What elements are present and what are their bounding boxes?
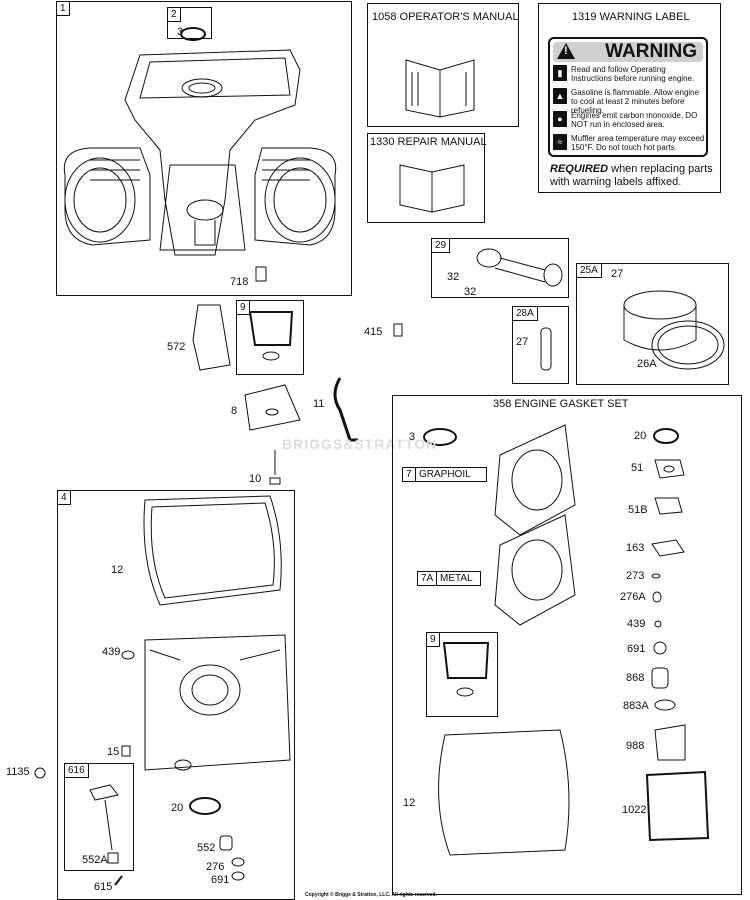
warning-label-title: 1319 WARNING LABEL	[572, 11, 690, 23]
callout-868: 868	[626, 672, 645, 684]
watermark: BRIGGS&STRATTON	[282, 436, 438, 452]
box-breather-gasket	[236, 300, 304, 375]
box-wrist-pin	[512, 306, 569, 384]
book-icon: ▮	[553, 65, 567, 81]
box-cylinder-block	[56, 1, 352, 296]
callout-718: 718	[230, 276, 249, 288]
box-operators-manual	[367, 3, 519, 127]
box-label-29: 29	[431, 238, 451, 253]
repair-manual-drawing	[399, 164, 465, 213]
box-label-4: 4	[57, 490, 71, 505]
box-label-7: 7	[402, 467, 416, 482]
person-icon: ●	[553, 111, 567, 127]
callout-15: 15	[107, 746, 120, 758]
dowel-pin-drawing	[255, 266, 267, 282]
callout-572: 572	[167, 341, 186, 353]
callout-276: 276	[206, 861, 225, 873]
operators-manual-title: 1058 OPERATOR'S MANUAL	[372, 11, 519, 23]
flame-icon: ▲	[553, 88, 567, 104]
wrist-pin-drawing	[540, 327, 552, 371]
gasket-set-title: 358 ENGINE GASKET SET	[493, 398, 629, 410]
copyright-notice: Copyright © Briggs & Stratton, LLC. All …	[305, 892, 437, 898]
callout-51b: 51B	[628, 504, 648, 516]
callout-12-right: 12	[403, 797, 416, 809]
callout-883a: 883A	[623, 700, 649, 712]
box-connecting-rod	[431, 238, 569, 298]
head-gasket-drawing	[494, 424, 576, 626]
breather-cover-drawing	[192, 304, 231, 371]
repair-manual-title: 1330 REPAIR MANUAL	[370, 136, 487, 148]
callout-10: 10	[249, 473, 262, 485]
small-gaskets-drawing	[645, 428, 710, 842]
manual-book-drawing	[405, 59, 475, 118]
case-gasket-drawing	[438, 729, 570, 856]
callout-691-right: 691	[627, 643, 646, 655]
callout-615: 615	[94, 881, 113, 893]
box-repair-manual	[367, 133, 485, 223]
hot-surface-icon: ≈	[553, 134, 567, 150]
warning-header: ! WARNING	[553, 42, 703, 62]
callout-20-right: 20	[634, 430, 647, 442]
callout-12-left: 12	[111, 564, 124, 576]
box-breather-gasket-2	[426, 632, 498, 717]
callout-32-b: 32	[464, 286, 477, 298]
callout-3-upper: 3	[177, 26, 184, 38]
box-label-9a: 9	[236, 300, 250, 315]
connecting-rod-drawing	[476, 248, 563, 287]
callout-273: 273	[626, 570, 645, 582]
fitting-drawing	[393, 323, 403, 337]
crankcase-cover-drawing	[143, 495, 291, 771]
valve-drawing	[269, 450, 281, 485]
box-governor	[64, 763, 134, 871]
callout-11: 11	[313, 398, 325, 410]
box-piston	[576, 263, 729, 385]
callout-276a: 276A	[620, 591, 646, 603]
breather-gasket-drawing	[248, 311, 294, 346]
warning-triangle-icon: !	[557, 43, 575, 59]
callout-552: 552	[197, 842, 216, 854]
callout-552a: 552A	[82, 854, 108, 866]
governor-drawing	[89, 784, 119, 864]
callout-26a: 26A	[637, 358, 657, 370]
box-label-1: 1	[56, 1, 70, 16]
callout-20-left: 20	[171, 802, 184, 814]
callout-415: 415	[364, 326, 383, 338]
callout-27-b: 27	[516, 336, 529, 348]
callout-163: 163	[626, 542, 645, 554]
box-label-2: 2	[167, 7, 181, 22]
box-label-7a: 7A	[417, 571, 438, 586]
required-note: REQUIRED when replacing parts with warni…	[550, 163, 713, 188]
box-warning-label	[538, 3, 721, 193]
callout-32-a: 32	[447, 271, 460, 283]
breather-tube-drawing	[333, 377, 358, 442]
seal-20-drawing	[189, 797, 221, 815]
callout-988: 988	[626, 740, 645, 752]
breather-drawing	[244, 384, 301, 431]
box-engine-gasket-set	[392, 395, 742, 895]
box-label-25a: 25A	[576, 263, 602, 278]
box-label-616: 616	[64, 763, 89, 778]
graphoil-label: GRAPHOIL	[415, 467, 487, 482]
oil-seal-drawing	[180, 27, 206, 41]
piston-drawing	[623, 290, 725, 370]
box-part-2	[167, 7, 212, 39]
box-label-28a: 28A	[512, 306, 538, 321]
callout-691-left: 691	[211, 874, 230, 886]
callout-8: 8	[231, 405, 238, 417]
callout-3-gasket: 3	[409, 431, 416, 443]
callout-1135: 1135	[6, 766, 30, 778]
callout-27-a: 27	[611, 268, 624, 280]
box-label-9b: 9	[426, 632, 440, 647]
callout-51: 51	[631, 462, 644, 474]
callout-1022: 1022	[622, 804, 647, 816]
warning-card: ! WARNING ▮ Read and follow Operating In…	[548, 37, 708, 157]
callout-439-left: 439	[102, 646, 121, 658]
metal-label: METAL	[436, 571, 481, 586]
cylinder-block-drawing	[63, 49, 337, 256]
callout-439-right: 439	[627, 618, 646, 630]
